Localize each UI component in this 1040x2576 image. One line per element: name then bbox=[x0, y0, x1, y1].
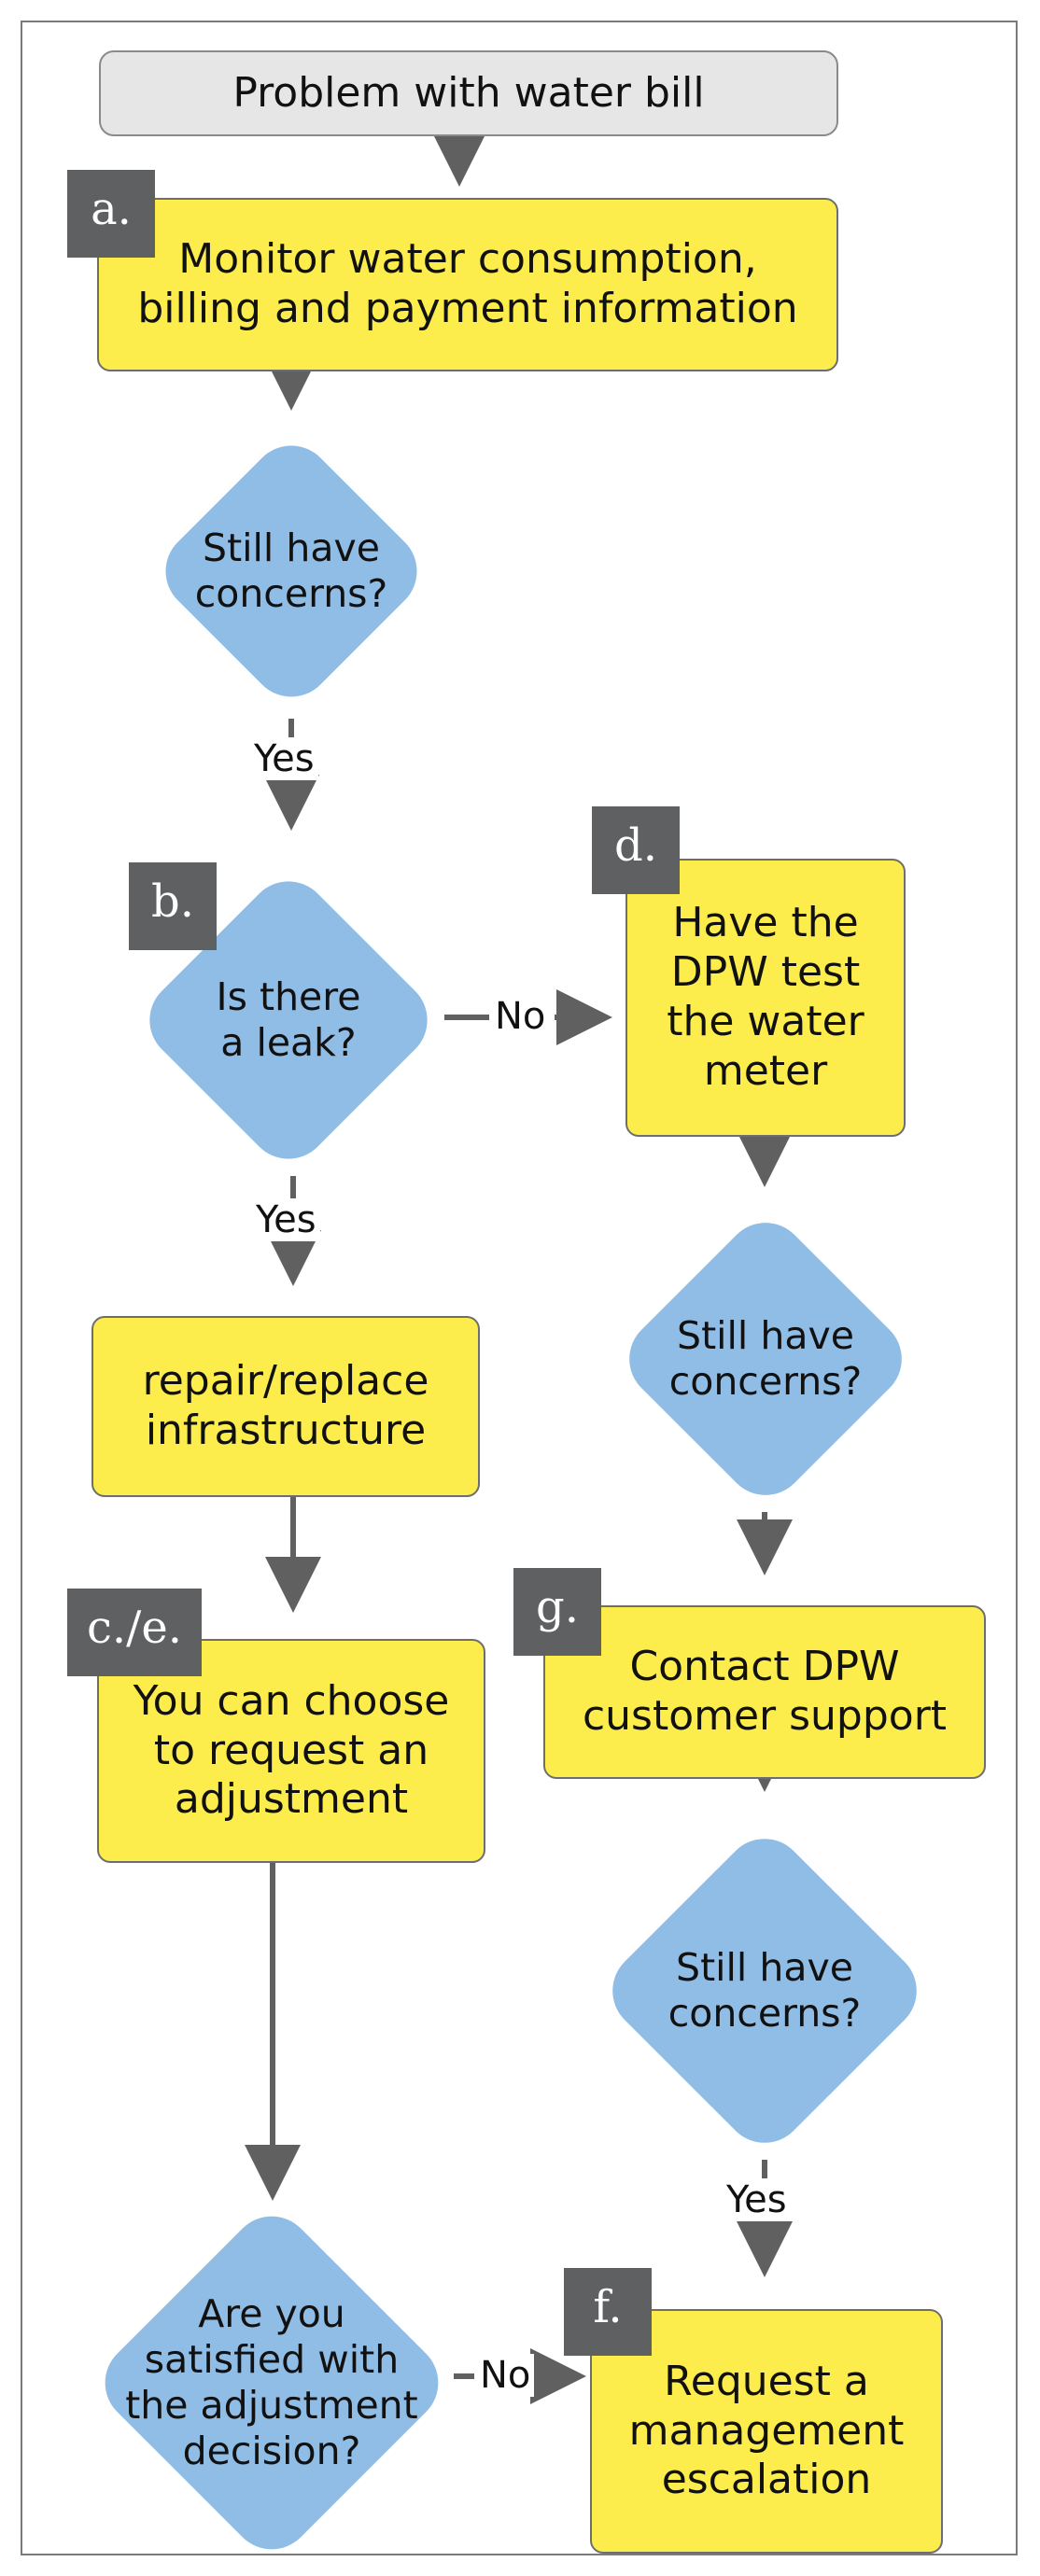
support-text: Contact DPW customer support bbox=[582, 1643, 948, 1740]
adjustment-box: You can choose to request an adjustment bbox=[97, 1639, 485, 1863]
decision-concerns-2: Still have concerns? bbox=[609, 1202, 922, 1516]
escalation-text: Request a management escalation bbox=[628, 2357, 905, 2504]
test-meter-text: Have the DPW test the water meter bbox=[667, 899, 864, 1095]
tag-f: f. bbox=[564, 2268, 652, 2356]
repair-text: repair/replace infrastructure bbox=[142, 1357, 429, 1454]
yes-label-3: Yes bbox=[723, 2178, 791, 2221]
support-box: Contact DPW customer support bbox=[543, 1605, 986, 1779]
adjustment-text: You can choose to request an adjustment bbox=[133, 1676, 450, 1824]
no-label-2: No bbox=[476, 2354, 535, 2397]
tag-g: g. bbox=[513, 1568, 601, 1656]
decision-concerns-3: Still have concerns? bbox=[592, 1818, 937, 2163]
tag-ce: c./e. bbox=[67, 1589, 202, 1676]
no-label-1: No bbox=[491, 995, 550, 1038]
tag-d: d. bbox=[592, 806, 680, 894]
flowchart-connectors bbox=[245, 131, 793, 2404]
test-meter-box: Have the DPW test the water meter bbox=[625, 859, 906, 1137]
decision-concerns-1: Still have concerns? bbox=[142, 422, 441, 721]
yes-label-2: Yes bbox=[252, 1198, 320, 1241]
start-node: Problem with water bill bbox=[99, 50, 838, 136]
decision-satisfied: Are you satisfied with the adjustment de… bbox=[82, 2193, 461, 2572]
tag-b: b. bbox=[129, 862, 217, 950]
diagram-frame: Problem with water bill Monitor water co… bbox=[21, 21, 1018, 2567]
decision-leak: Is there a leak? bbox=[127, 859, 450, 1182]
repair-box: repair/replace infrastructure bbox=[91, 1316, 480, 1497]
monitor-text: Monitor water consumption, billing and p… bbox=[137, 235, 798, 332]
tag-a: a. bbox=[67, 170, 155, 258]
monitor-box: Monitor water consumption, billing and p… bbox=[97, 198, 838, 371]
yes-label-1: Yes bbox=[250, 737, 318, 780]
start-node-text: Problem with water bill bbox=[232, 68, 705, 117]
